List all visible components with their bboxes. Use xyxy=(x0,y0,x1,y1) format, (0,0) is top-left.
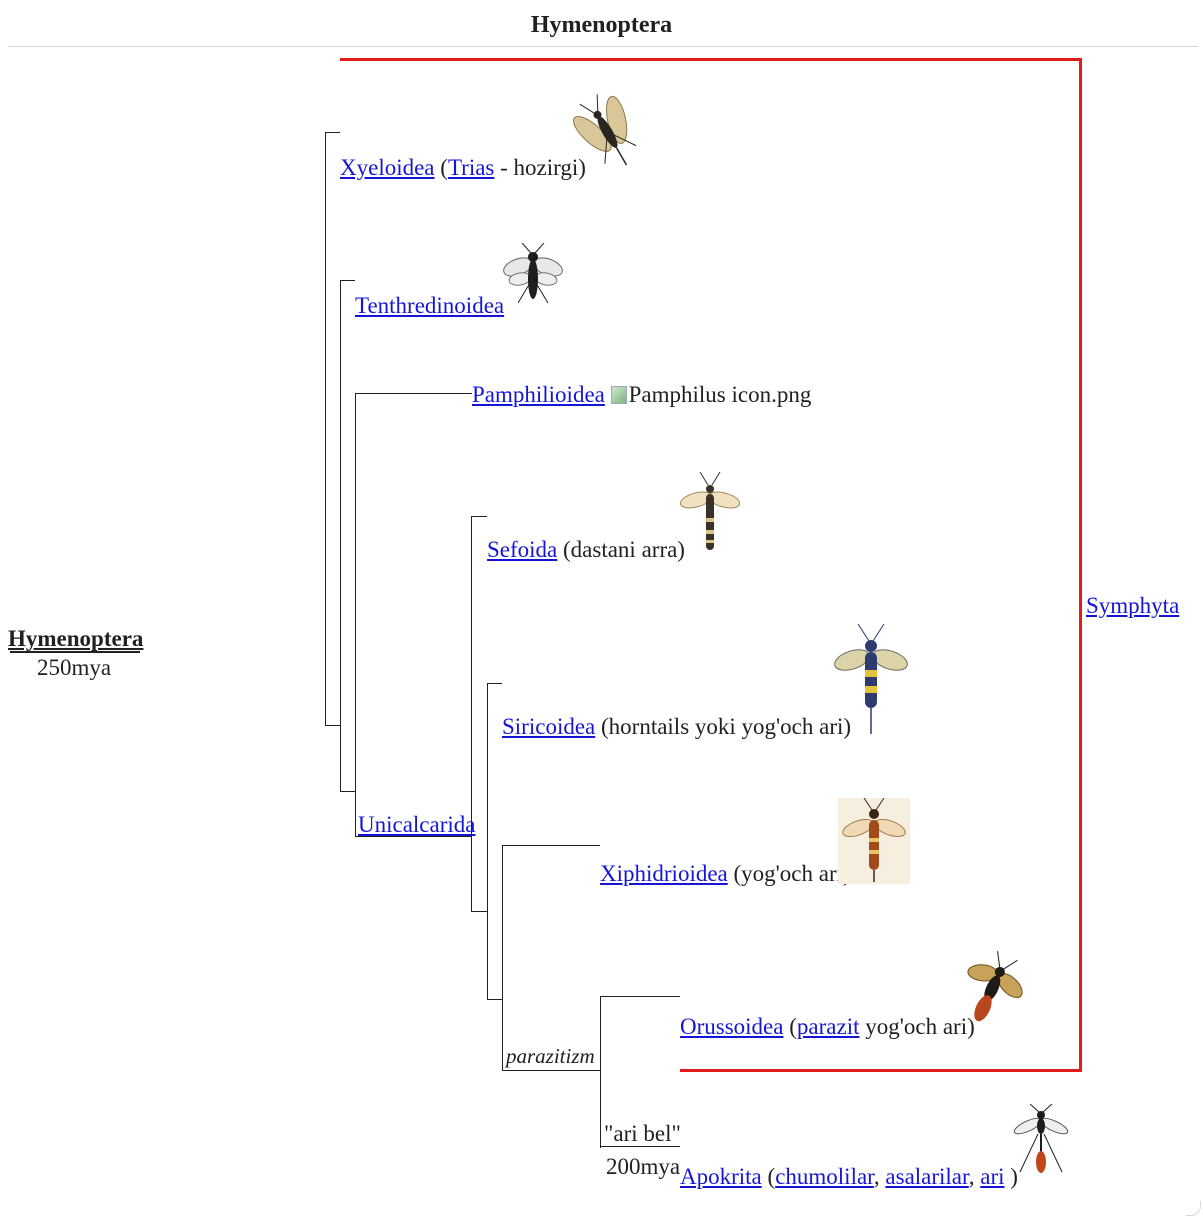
taxon-sefoida: Sefoida (dastani arra) xyxy=(487,538,685,561)
branch-l4-top xyxy=(471,516,487,517)
branch-l6-top xyxy=(502,845,600,846)
apokrita-paren: ( xyxy=(761,1164,776,1189)
ari-bel-age: 200mya xyxy=(606,1154,681,1179)
taxon-siricoidea: Siricoidea (horntails yoki yog'och ari) xyxy=(502,715,851,738)
apokrita-close: ) xyxy=(1004,1164,1018,1189)
xiphydria-insect-icon xyxy=(838,798,910,884)
symphyta-bracket-top xyxy=(340,58,1082,61)
root-node: Hymenoptera 250mya xyxy=(8,625,144,683)
pamphilus-image-alt: Pamphilus icon.png xyxy=(628,382,812,407)
sefoida-desc: (dastani arra) xyxy=(557,537,685,562)
unicalcarida-link[interactable]: Unicalcarida xyxy=(358,812,476,837)
branch-l1-top xyxy=(325,132,340,133)
root-age: 250mya xyxy=(36,654,112,680)
branch-l5-bottom xyxy=(487,999,502,1000)
symphyta-bracket-side xyxy=(1079,58,1082,1072)
symphyta-link[interactable]: Symphyta xyxy=(1086,593,1180,618)
branch-l3-vertical xyxy=(355,393,356,837)
branch-l7-vertical xyxy=(600,996,601,1148)
page-title: Hymenoptera xyxy=(530,12,673,38)
branch-l4-vertical xyxy=(471,516,472,912)
xiphidrioidea-desc: (yog'och ari) xyxy=(727,861,851,886)
orussoidea-link[interactable]: Orussoidea xyxy=(680,1014,784,1039)
orussus-insect-icon xyxy=(967,950,1023,1022)
broken-image-icon xyxy=(610,386,627,404)
taxon-xiphidrioidea: Xiphidrioidea (yog'och ari) xyxy=(600,862,851,885)
sefoida-insect-icon xyxy=(679,472,741,550)
node-unicalcarida: Unicalcarida xyxy=(358,813,475,836)
siricoidea-insect-icon xyxy=(834,624,908,734)
trias-link[interactable]: Trias xyxy=(447,155,495,180)
tenthredo-insect-icon xyxy=(503,243,563,304)
xyeloidea-link[interactable]: Xyeloidea xyxy=(340,155,435,180)
taxon-orussoidea: Orussoidea (parazit yog'och ari) xyxy=(680,1015,975,1038)
branch-l4-bottom xyxy=(471,911,487,912)
pamphilioidea-link[interactable]: Pamphilioidea xyxy=(472,382,605,407)
branch-l1-bottom xyxy=(325,725,340,726)
orussoidea-paren: ( xyxy=(783,1014,797,1039)
taxon-xyeloidea: Xyeloidea (Trias - hozirgi) xyxy=(340,156,586,179)
root-name: Hymenoptera xyxy=(8,626,144,651)
branch-l3-top xyxy=(355,393,472,394)
unicalcarida-underline xyxy=(355,836,471,837)
node-ari-bel: "ari bel" xyxy=(604,1121,681,1146)
tenthredinoidea-link[interactable]: Tenthredinoidea xyxy=(355,293,505,318)
frame-corner xyxy=(1186,1201,1201,1216)
branch-l6-vertical xyxy=(502,845,503,1071)
ari-link[interactable]: ari xyxy=(980,1164,1005,1189)
ari-bel-underline xyxy=(600,1146,680,1147)
symphyta-bracket-bottom xyxy=(680,1069,1082,1072)
xiphidrioidea-link[interactable]: Xiphidrioidea xyxy=(600,861,728,886)
parazit-link[interactable]: parazit xyxy=(796,1014,860,1039)
chumolilar-link[interactable]: chumolilar xyxy=(775,1164,874,1189)
taxon-apokrita: Apokrita (chumolilar, asalarilar, ari ) xyxy=(680,1165,1018,1188)
apokrita-wasp-icon xyxy=(1013,1104,1069,1173)
symphyta-label[interactable]: Symphyta xyxy=(1086,594,1179,617)
apokrita-sep1: , xyxy=(873,1164,886,1189)
branch-l5-top xyxy=(487,683,502,684)
title-divider xyxy=(8,46,1198,47)
branch-l5-vertical xyxy=(487,683,488,1000)
apokrita-sep2: , xyxy=(968,1164,981,1189)
xyela-insect-icon xyxy=(573,94,637,166)
xyeloidea-paren: ( xyxy=(434,155,448,180)
node-parazitizm: parazitizm xyxy=(506,1044,595,1068)
apokrita-link[interactable]: Apokrita xyxy=(680,1164,762,1189)
branch-l2-vertical xyxy=(340,280,341,792)
branch-l7-top xyxy=(600,996,680,997)
taxon-pamphilioidea: Pamphilioidea Pamphilus icon.png xyxy=(472,383,811,406)
siricoidea-desc: (horntails yoki yog'och ari) xyxy=(595,714,852,739)
taxon-tenthredinoidea: Tenthredinoidea xyxy=(355,294,504,317)
root-underline xyxy=(10,651,140,653)
branch-l2-bottom xyxy=(340,791,355,792)
orussoidea-desc: yog'och ari) xyxy=(859,1014,975,1039)
branch-l1-vertical xyxy=(325,132,326,726)
asalarilar-link[interactable]: asalarilar xyxy=(885,1164,969,1189)
parazitizm-underline xyxy=(502,1070,600,1071)
sefoida-link[interactable]: Sefoida xyxy=(487,537,558,562)
siricoidea-link[interactable]: Siricoidea xyxy=(502,714,596,739)
branch-l2-top xyxy=(340,280,355,281)
xyeloidea-range: - hozirgi) xyxy=(494,155,586,180)
